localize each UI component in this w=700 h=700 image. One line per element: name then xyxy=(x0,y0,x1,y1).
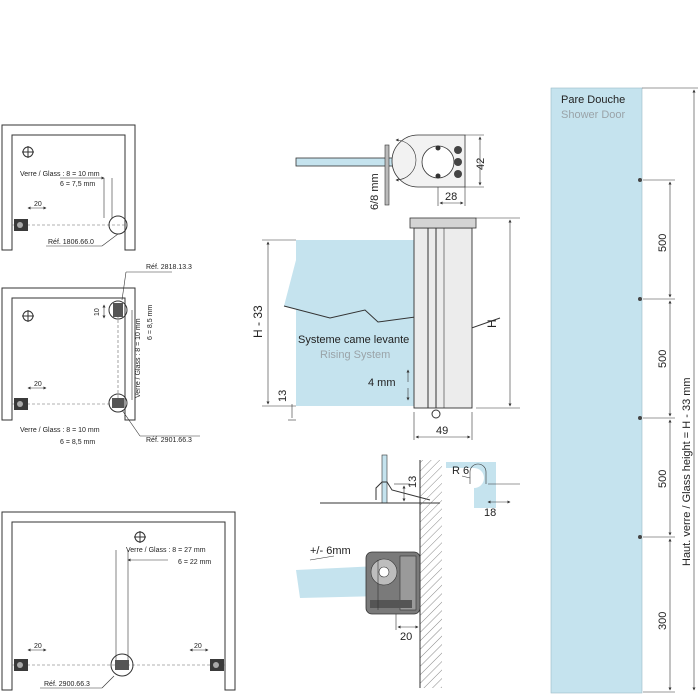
segment-1: 500 xyxy=(657,234,669,252)
corner-circle-bottom xyxy=(108,393,128,413)
glass-edge xyxy=(381,454,388,504)
plan-view-2: Réf. 2818.13.3 10 Verre / Glass : 8 = 10… xyxy=(1,264,200,446)
center-circle xyxy=(110,653,134,677)
notch-detail: R 6 18 xyxy=(446,462,520,519)
screw xyxy=(435,173,441,179)
dim-20-left: 20 xyxy=(34,643,42,650)
ref-label: Réf. 1806.66.0 xyxy=(48,239,94,246)
notch-dim-18: 18 xyxy=(484,507,496,519)
screw xyxy=(435,145,441,151)
dim-h: H xyxy=(485,319,499,328)
center-fitting xyxy=(115,660,129,670)
frame-outline xyxy=(1,287,136,421)
segment-2: 500 xyxy=(657,350,669,368)
offset-label: +/- 6mm xyxy=(310,545,351,557)
plan-view-1: Verre / Glass : 8 = 10 mm 6 = 7,5 mm 20 … xyxy=(1,124,136,251)
door-title: Pare Douche xyxy=(561,94,625,106)
seal-profile xyxy=(375,481,431,501)
dim-20-right: 20 xyxy=(194,643,202,650)
dim-42: 42 xyxy=(475,158,487,170)
dim-20: 20 xyxy=(34,201,42,208)
dim-10: 10 xyxy=(94,308,101,316)
door-subtitle: Shower Door xyxy=(561,109,626,121)
notch-glass xyxy=(446,462,496,508)
frame-outline xyxy=(1,511,236,691)
radius-label: R 6 xyxy=(452,465,469,477)
thickness-label: 6/8 mm xyxy=(369,173,381,210)
corner-circle-top xyxy=(108,300,128,320)
hinge-pin xyxy=(213,662,219,668)
glass-label-2: 6 = 22 mm xyxy=(178,559,211,566)
frame-outline xyxy=(1,124,136,251)
vertical-glass-label-2: 6 = 8,5 mm xyxy=(147,305,154,340)
hole-cross-icon xyxy=(22,146,34,158)
wall-plate xyxy=(399,555,417,611)
ref-label: Réf. 2900.66.3 xyxy=(44,681,90,688)
leader-line xyxy=(101,233,119,247)
glass-label-2: 6 = 7,5 mm xyxy=(60,181,95,188)
fixing-point xyxy=(638,535,642,539)
system-title: Systeme came levante xyxy=(298,334,409,346)
dim-28: 28 xyxy=(445,191,457,203)
seal-detail: 13 xyxy=(320,454,440,504)
leader-line xyxy=(309,555,335,561)
vertical-glass-label: Verre / Glass : 8 = 10 mm xyxy=(135,318,142,398)
screw xyxy=(454,158,462,166)
bottom-pin xyxy=(431,409,441,419)
hinge-pin xyxy=(17,401,23,407)
fixing-point xyxy=(638,297,642,301)
leader-line xyxy=(121,271,127,301)
hinge-pin xyxy=(17,662,23,668)
hole-cross-icon xyxy=(22,310,34,322)
notch-cut xyxy=(469,463,487,484)
hinge-section: +/- 6mm 20 xyxy=(296,460,442,688)
pivot-hole xyxy=(378,566,390,578)
glass-break xyxy=(284,260,414,325)
dim-13: 13 xyxy=(277,390,289,402)
screw xyxy=(454,146,462,154)
ref-top-label: Réf. 2818.13.3 xyxy=(146,264,192,271)
system-subtitle: Rising System xyxy=(320,349,390,361)
door-panel: Pare Douche Shower Door 500 500 500 300 … xyxy=(550,87,698,694)
plan-view-3: Verre / Glass : 8 = 27 mm 6 = 22 mm 20 2… xyxy=(1,511,236,691)
glass-section xyxy=(296,566,384,598)
hinge-pivot xyxy=(421,145,455,179)
top-cap xyxy=(409,217,477,229)
corner-fitting xyxy=(113,303,123,317)
hole-cross-icon xyxy=(134,531,146,543)
base-strip xyxy=(370,600,412,608)
leader-line xyxy=(121,409,141,437)
rise-label: 4 mm xyxy=(368,377,396,389)
segment-4: 300 xyxy=(657,612,669,630)
glass-label-2: 6 = 8,5 mm xyxy=(60,439,95,446)
segment-3: 500 xyxy=(657,470,669,488)
glass-height-label: Haut. verre / Glass height = H - 33 mm xyxy=(681,377,693,566)
rotation-arrow xyxy=(395,138,417,182)
dim-49: 49 xyxy=(436,425,448,437)
dim-20: 20 xyxy=(34,381,42,388)
top-view: 42 28 6/8 mm xyxy=(295,134,487,210)
hinge-profile xyxy=(413,227,473,409)
fixing-point xyxy=(638,416,642,420)
ref-label: Réf. 2901.66.3 xyxy=(146,437,192,444)
glass-label: Verre / Glass : 8 = 10 mm xyxy=(20,427,100,434)
hinge-pin xyxy=(17,222,23,228)
glass-door xyxy=(550,87,643,694)
leader-line xyxy=(101,675,115,689)
elevation-view: H H - 33 13 49 4 mm Systeme came levante… xyxy=(251,217,520,440)
screw xyxy=(454,170,462,178)
wall-hatch xyxy=(420,460,442,688)
dim-h-minus: H - 33 xyxy=(251,305,265,338)
section-dim-20: 20 xyxy=(400,631,412,643)
seal-dim-13: 13 xyxy=(407,476,419,488)
glass-thickness xyxy=(384,144,390,206)
glass-label: Verre / Glass : 8 = 10 mm xyxy=(20,171,100,178)
corner-fitting xyxy=(112,398,124,408)
leader-line xyxy=(461,475,471,479)
fixing-point xyxy=(638,178,642,182)
glass-label: Verre / Glass : 8 = 27 mm xyxy=(126,547,206,554)
